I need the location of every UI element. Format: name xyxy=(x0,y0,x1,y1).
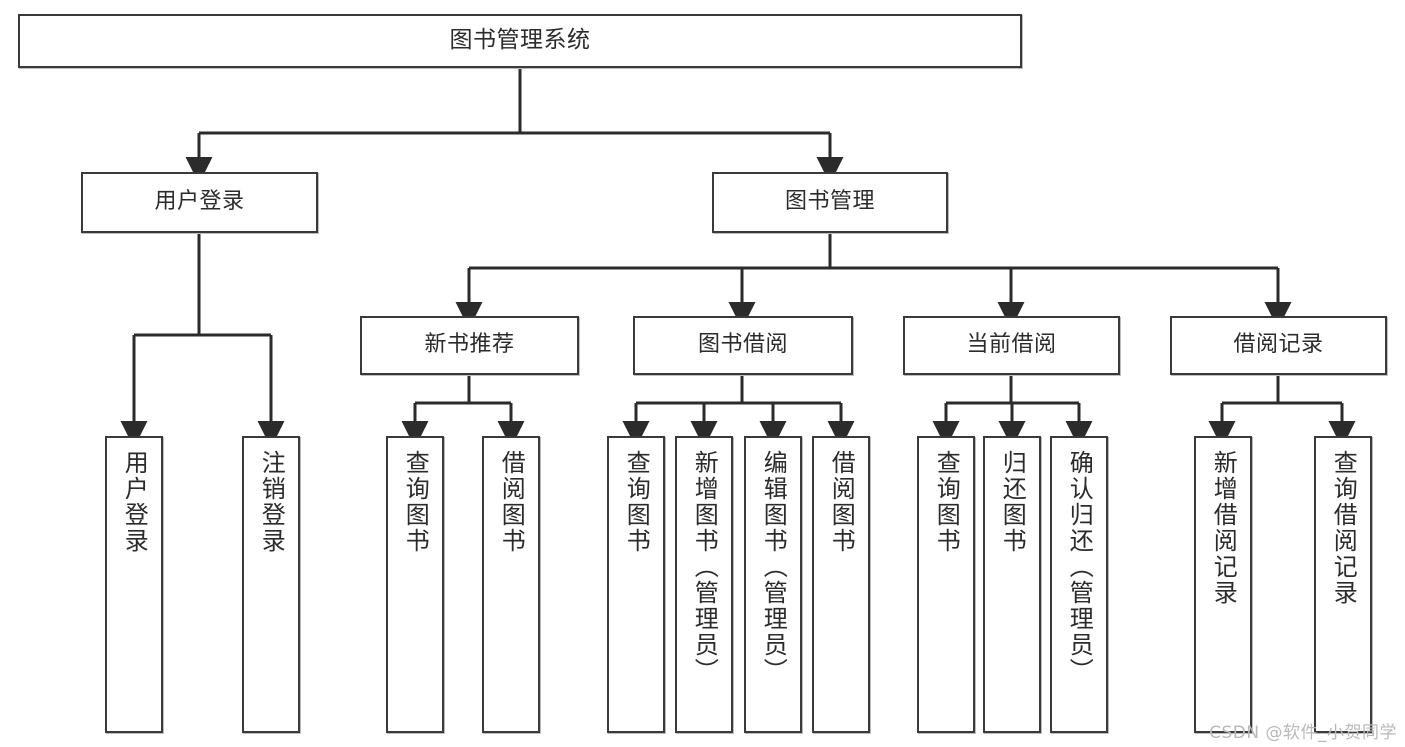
leaf-user-login-label: 用户登录 xyxy=(120,450,149,554)
leaf-query-book-1[interactable]: 查询图书 xyxy=(386,436,444,733)
leaf-query-record-label: 查询借阅记录 xyxy=(1329,450,1358,606)
leaf-return-book-label: 归还图书 xyxy=(998,450,1027,554)
node-root-label: 图书管理系统 xyxy=(449,27,591,54)
node-book-manage[interactable]: 图书管理 xyxy=(712,172,948,233)
leaf-confirm-return[interactable]: 确认归还（管理员） xyxy=(1050,436,1108,733)
leaf-query-book-2-label: 查询图书 xyxy=(622,450,651,554)
node-root[interactable]: 图书管理系统 xyxy=(18,14,1022,68)
leaf-query-book-2[interactable]: 查询图书 xyxy=(607,436,665,733)
node-new-book-recommend-label: 新书推荐 xyxy=(424,332,515,358)
leaf-borrow-book-2-label: 借阅图书 xyxy=(827,450,856,554)
node-current-borrow-label: 当前借阅 xyxy=(966,332,1057,358)
leaf-query-book-1-label: 查询图书 xyxy=(401,450,430,554)
leaf-logout-login-label: 注销登录 xyxy=(257,450,286,554)
csdn-watermark: CSDN @软件_小贺同学 xyxy=(1209,723,1397,743)
leaf-return-book[interactable]: 归还图书 xyxy=(983,436,1041,733)
leaf-logout-login[interactable]: 注销登录 xyxy=(242,436,300,733)
leaf-edit-book[interactable]: 编辑图书（管理员） xyxy=(744,436,802,733)
leaf-add-book[interactable]: 新增图书（管理员） xyxy=(675,436,733,733)
leaf-query-record[interactable]: 查询借阅记录 xyxy=(1314,436,1372,733)
leaf-add-book-label: 新增图书（管理员） xyxy=(690,450,719,684)
leaf-borrow-book-1-label: 借阅图书 xyxy=(497,450,526,554)
leaf-borrow-book-1[interactable]: 借阅图书 xyxy=(482,436,540,733)
leaf-borrow-book-2[interactable]: 借阅图书 xyxy=(812,436,870,733)
node-book-manage-label: 图书管理 xyxy=(784,189,875,215)
leaf-add-record-label: 新增借阅记录 xyxy=(1209,450,1238,606)
leaf-edit-book-label: 编辑图书（管理员） xyxy=(759,450,788,684)
node-current-borrow[interactable]: 当前借阅 xyxy=(903,316,1120,375)
leaf-query-book-3[interactable]: 查询图书 xyxy=(917,436,975,733)
leaf-add-record[interactable]: 新增借阅记录 xyxy=(1194,436,1252,733)
leaf-query-book-3-label: 查询图书 xyxy=(932,450,961,554)
node-borrow-record-label: 借阅记录 xyxy=(1233,332,1324,358)
node-book-borrow[interactable]: 图书借阅 xyxy=(633,316,853,375)
node-new-book-recommend[interactable]: 新书推荐 xyxy=(360,316,579,375)
node-book-borrow-label: 图书借阅 xyxy=(697,332,788,358)
node-user-login[interactable]: 用户登录 xyxy=(81,172,318,233)
node-user-login-label: 用户登录 xyxy=(154,189,245,215)
leaf-confirm-return-label: 确认归还（管理员） xyxy=(1065,450,1094,684)
node-borrow-record[interactable]: 借阅记录 xyxy=(1170,316,1387,375)
leaf-user-login[interactable]: 用户登录 xyxy=(105,436,163,733)
